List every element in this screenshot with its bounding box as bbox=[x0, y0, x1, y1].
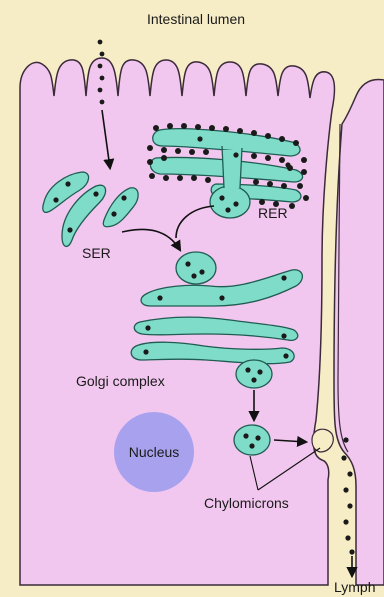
label-intestinal-lumen: Intestinal lumen bbox=[147, 11, 245, 27]
label-golgi-complex: Golgi complex bbox=[76, 373, 165, 389]
label-lymph: Lymph bbox=[334, 579, 376, 595]
golgi-vesicle-bottom bbox=[236, 360, 272, 388]
label-chylomicrons: Chylomicrons bbox=[204, 495, 289, 511]
golgi-vesicle-top bbox=[176, 252, 216, 284]
rer-vesicle bbox=[210, 186, 250, 218]
label-nucleus: Nucleus bbox=[129, 444, 180, 460]
label-rer: RER bbox=[258, 205, 288, 221]
label-ser: SER bbox=[82, 245, 111, 261]
chylomicron-vesicle bbox=[234, 425, 270, 455]
